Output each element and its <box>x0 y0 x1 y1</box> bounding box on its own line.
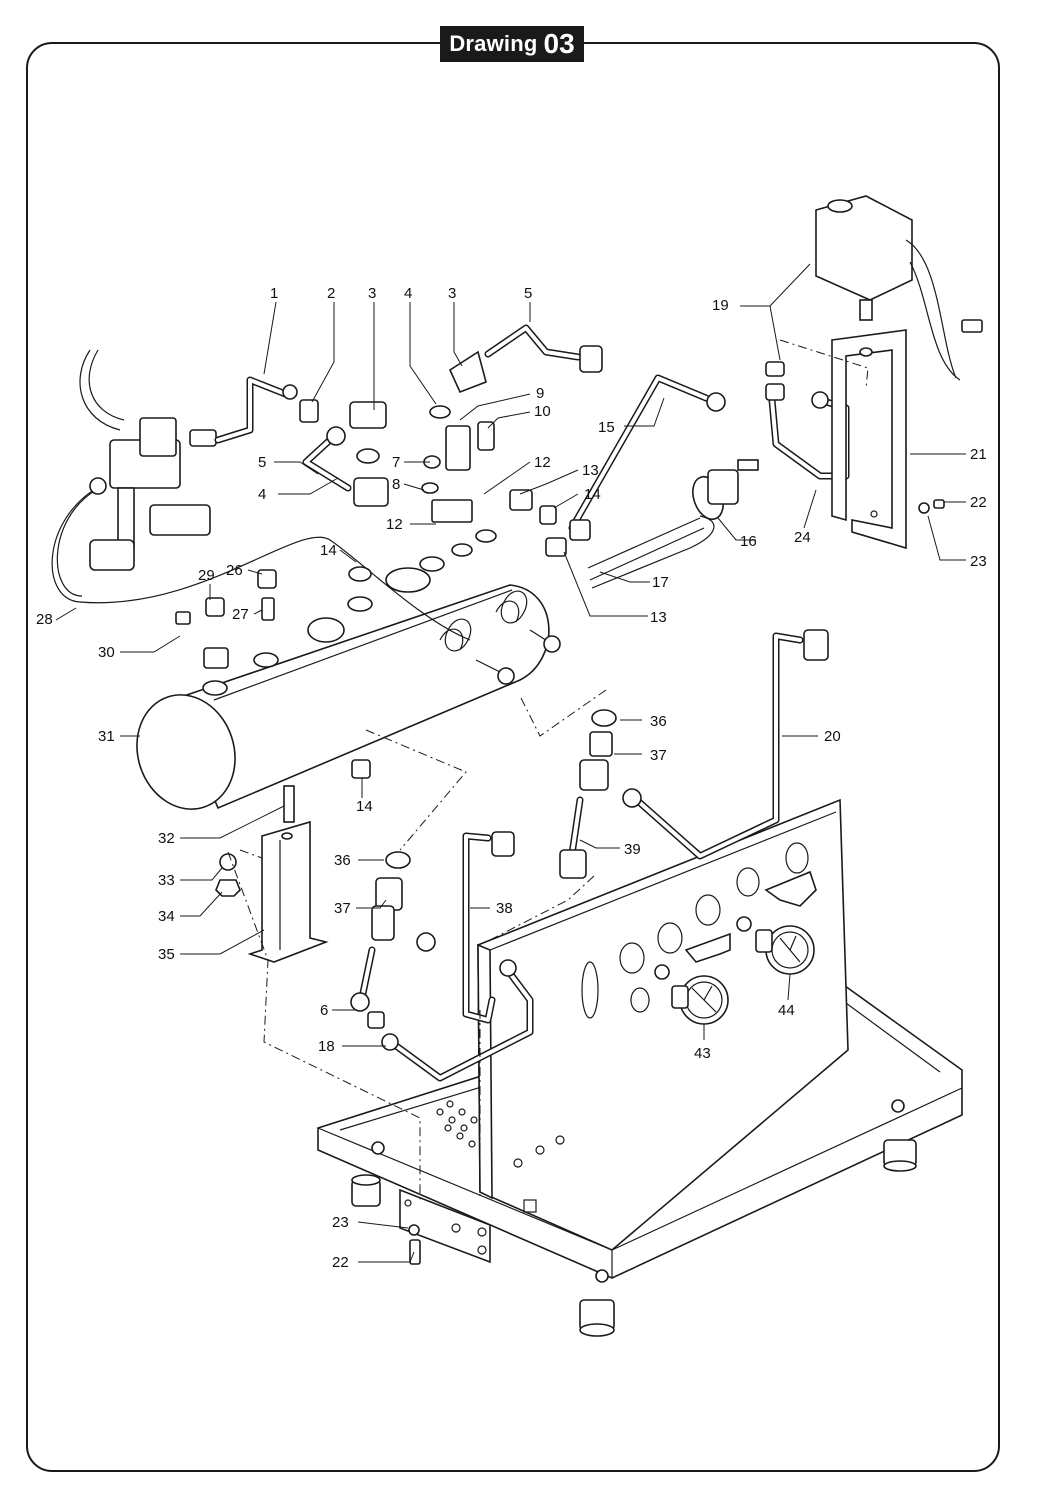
callout-9: 9 <box>536 385 544 402</box>
callout-19: 19 <box>712 297 729 314</box>
callout-43: 43 <box>694 1045 711 1062</box>
callout-2: 2 <box>327 285 335 302</box>
pressure-switch <box>815 195 983 381</box>
callout-36: 36 <box>334 852 351 869</box>
callout-10: 10 <box>534 403 551 420</box>
callout-33: 33 <box>158 872 175 889</box>
callout-30: 30 <box>98 644 115 661</box>
callout-38: 38 <box>496 900 513 917</box>
callout-37: 37 <box>334 900 351 917</box>
callout-35: 35 <box>158 946 175 963</box>
callout-21: 21 <box>970 446 987 463</box>
callout-3: 3 <box>448 285 456 302</box>
boiler-tank <box>136 529 550 810</box>
machine-frame <box>317 798 963 1337</box>
callout-14: 14 <box>356 798 373 815</box>
callout-34: 34 <box>158 908 175 925</box>
drawing-title-word: Drawing <box>449 31 538 56</box>
switch-bracket <box>831 329 907 550</box>
callout-22: 22 <box>970 494 987 511</box>
machine-feet <box>351 1099 917 1337</box>
fittings <box>89 345 945 1265</box>
callout-labels: 1 2 3 4 3 5 19 9 10 15 5 7 12 4 8 13 21 … <box>36 285 987 1271</box>
callout-29: 29 <box>198 567 215 584</box>
boiler-support-bracket <box>247 820 329 963</box>
callout-31: 31 <box>98 728 115 745</box>
pressure-gauges <box>654 870 817 1025</box>
callout-23: 23 <box>970 553 987 570</box>
callout-18: 18 <box>318 1038 335 1055</box>
callout-17: 17 <box>652 574 669 591</box>
callout-5: 5 <box>258 454 266 471</box>
callout-15: 15 <box>598 419 615 436</box>
callout-8: 8 <box>392 476 400 493</box>
callout-32: 32 <box>158 830 175 847</box>
callout-13: 13 <box>582 462 599 479</box>
callout-23: 23 <box>332 1214 349 1231</box>
callout-6: 6 <box>320 1002 328 1019</box>
base-vent-holes <box>436 1100 478 1148</box>
callout-12: 12 <box>534 454 551 471</box>
drawing-title-badge: Drawing 03 <box>440 26 584 62</box>
callout-36: 36 <box>650 713 667 730</box>
callout-4: 4 <box>258 486 266 503</box>
leader-lines <box>55 263 966 1263</box>
callout-28: 28 <box>36 611 53 628</box>
callout-14: 14 <box>584 486 601 503</box>
callout-39: 39 <box>624 841 641 858</box>
drawing-title-number: 03 <box>543 28 575 59</box>
callout-14: 14 <box>320 542 337 559</box>
callout-27: 27 <box>232 606 249 623</box>
pipework <box>51 324 850 1082</box>
alignment-lines <box>227 339 869 1200</box>
heating-element <box>587 459 759 589</box>
solenoid-valve-cluster <box>79 349 217 571</box>
callout-16: 16 <box>740 533 757 550</box>
callout-22: 22 <box>332 1254 349 1271</box>
callout-20: 20 <box>824 728 841 745</box>
callout-12: 12 <box>386 516 403 533</box>
callout-13: 13 <box>650 609 667 626</box>
callout-37: 37 <box>650 747 667 764</box>
callout-26: 26 <box>226 562 243 579</box>
callout-44: 44 <box>778 1002 795 1019</box>
callout-5: 5 <box>524 285 532 302</box>
callout-4: 4 <box>404 285 412 302</box>
callout-1: 1 <box>270 285 278 302</box>
callout-3: 3 <box>368 285 376 302</box>
callout-24: 24 <box>794 529 811 546</box>
callout-7: 7 <box>392 454 400 471</box>
